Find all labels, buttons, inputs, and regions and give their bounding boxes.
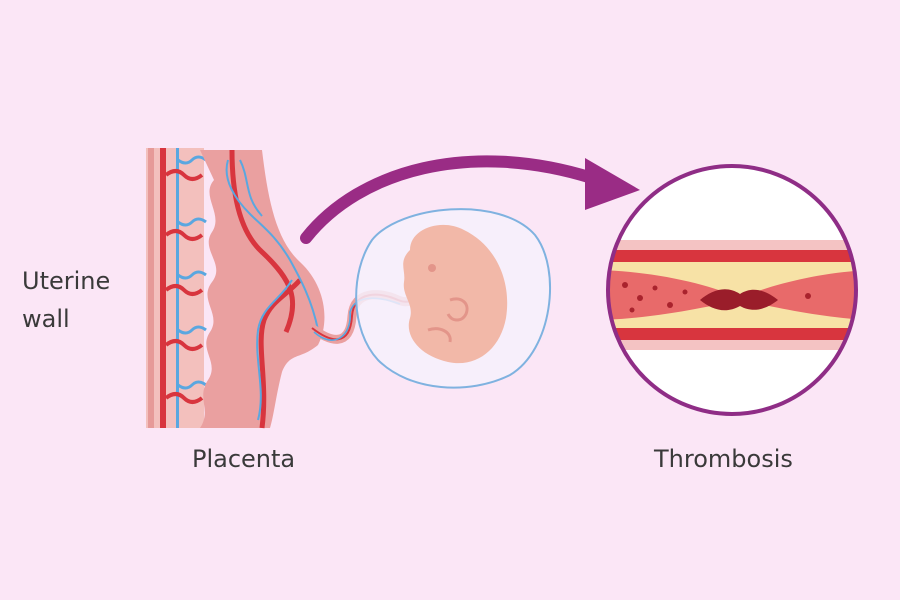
embryo-limb [446,297,469,322]
wall-vein-4 [177,325,207,335]
curved-arrow [300,155,640,244]
arrow-head [585,158,640,210]
wall-artery-5 [164,392,204,404]
placenta-tissue [200,150,325,428]
blood-cell [652,285,658,291]
thrombosis-label: Thrombosis [654,445,793,473]
magnifier-border [606,164,858,416]
uterine-wall [146,148,207,428]
blood-cell [629,307,635,313]
embryo-eye [428,264,436,272]
placenta-artery-upper [229,149,296,334]
wall-artery-1 [164,169,204,181]
embryo-leg [427,327,452,343]
blood-cell [805,293,811,299]
uterine-wall-edge [148,148,154,428]
placenta [200,149,325,429]
blood-clot [700,289,778,311]
wall-artery-3 [164,284,204,296]
uterine-artery-vertical [160,148,166,428]
blood-cell [637,295,643,301]
wall-vein-1 [177,155,207,165]
wall-artery-2 [164,229,204,241]
thrombosis-magnifier [606,164,858,416]
placenta-vein-1 [225,159,319,331]
wall-vein-3 [177,270,207,280]
uterine-wall-label: Uterine wall [22,267,111,333]
placenta-vein-3 [256,279,293,421]
wall-vein-2 [177,217,207,227]
placenta-label: Placenta [192,445,296,473]
placenta-vein-2 [239,159,263,217]
blood-cell [622,282,628,288]
blood-cell [667,302,673,308]
plaque-upper [608,262,856,298]
arrow-shaft [300,155,598,244]
wall-artery-4 [164,339,204,351]
wall-vein-5 [177,380,207,390]
plaque-lower [608,300,856,328]
embryo [403,224,508,364]
placenta-artery-lower [258,278,302,429]
blood-cell [682,289,688,295]
